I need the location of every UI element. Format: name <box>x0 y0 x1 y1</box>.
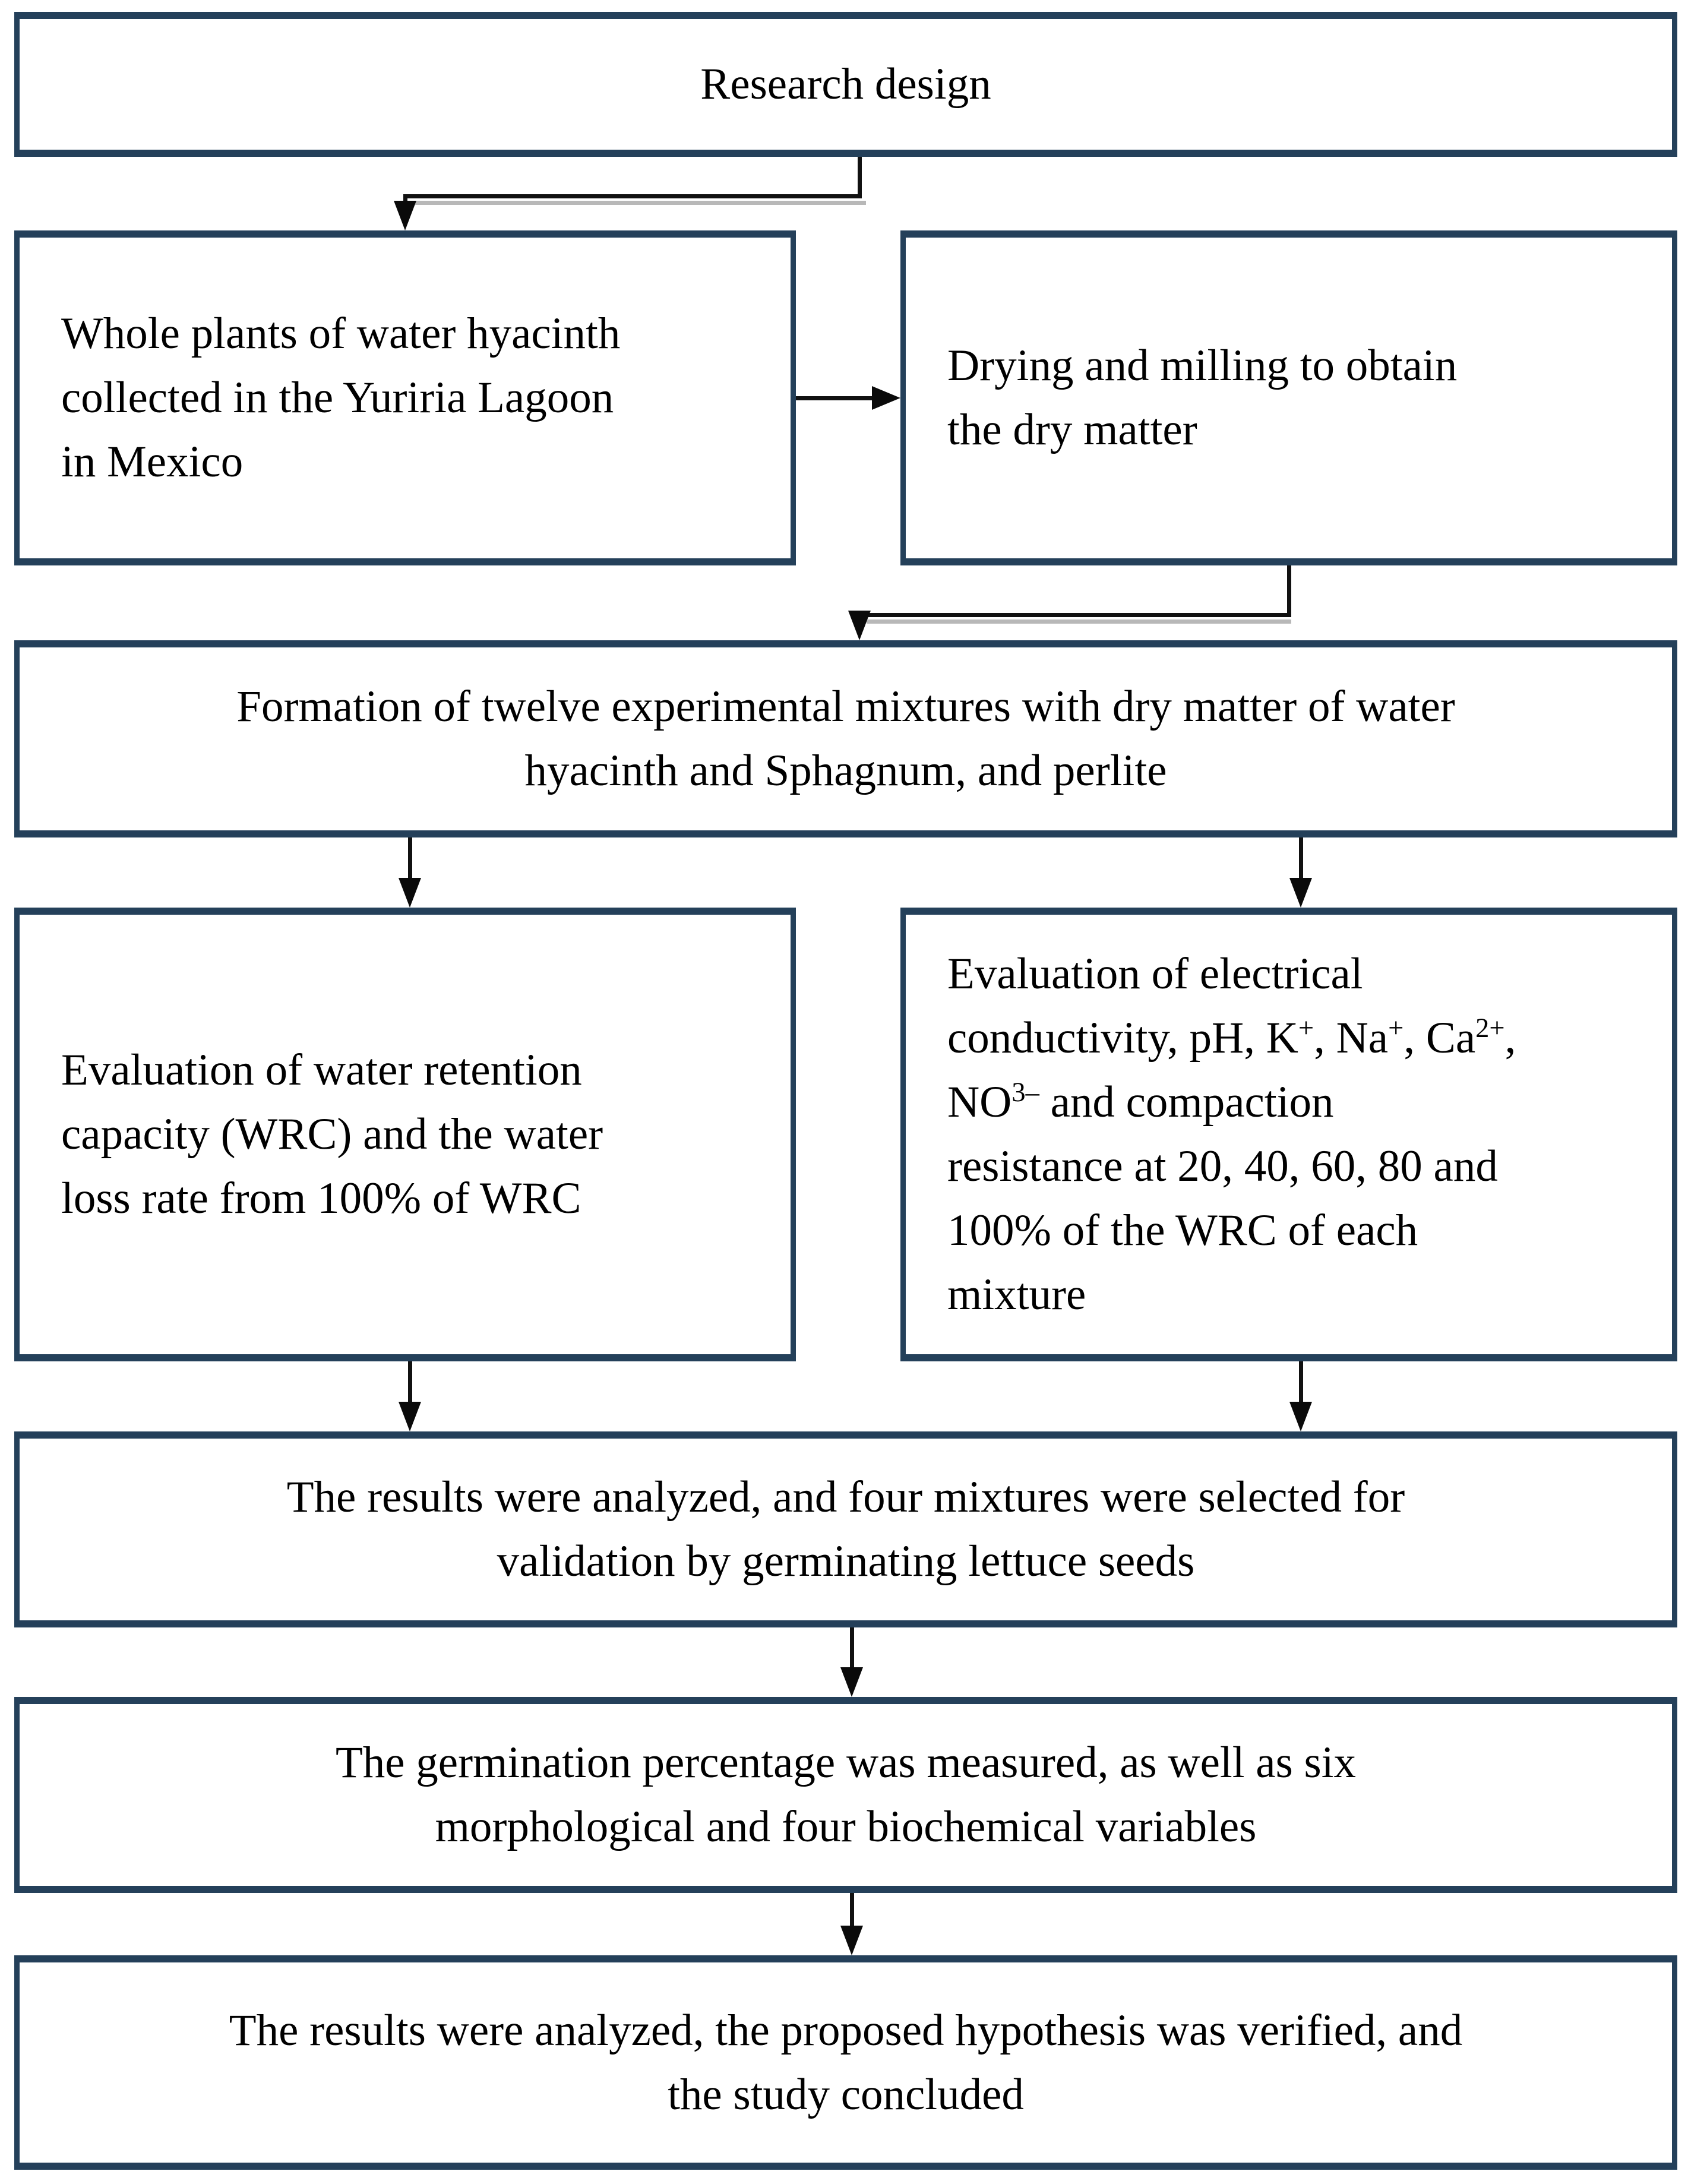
box-chemical-evaluation: Evaluation of electrical conductivity, pH… <box>900 908 1677 1361</box>
connector-d-e <box>408 837 412 879</box>
box-conclusion: The results were analyzed, the proposed … <box>14 1955 1677 2170</box>
connector-c-d-horizontal <box>859 613 1291 617</box>
box-results-selection: The results were analyzed, and four mixt… <box>14 1431 1677 1627</box>
box-germination-measurement: The germination percentage was measured,… <box>14 1697 1677 1893</box>
text-line: Whole plants of water hyacinth <box>61 309 621 358</box>
arrowhead-right-into-results <box>1289 1402 1312 1431</box>
text-line: resistance at 20, 40, 60, 80 and <box>947 1142 1498 1191</box>
connector-d-f <box>1299 837 1303 879</box>
text-line: The results were analyzed, and four mixt… <box>286 1472 1405 1522</box>
connector-c-d-shadow <box>867 620 1291 624</box>
arrowhead-into-chemical-evaluation <box>1289 878 1312 908</box>
text-line: validation by germinating lettuce seeds <box>497 1537 1195 1586</box>
connector-a-b-vertical <box>858 157 862 198</box>
connector-a-b-shadow <box>412 201 866 205</box>
connector-g-h <box>850 1627 854 1668</box>
text-line: in Mexico <box>61 437 244 486</box>
text-line: capacity (WRC) and the water <box>61 1110 603 1159</box>
connector-a-b-horizontal <box>405 194 862 198</box>
arrowhead-into-conclusion <box>840 1926 863 1955</box>
text-line: collected in the Yuriria Lagoon <box>61 373 614 422</box>
box-formation-mixtures: Formation of twelve experimental mixture… <box>14 640 1677 837</box>
text-line: NO3– and compaction <box>947 1077 1334 1127</box>
connector-f-g <box>1299 1361 1303 1403</box>
arrowhead-into-germination <box>840 1667 863 1697</box>
text-line: Research design <box>700 59 991 109</box>
connector-h-i <box>850 1893 854 1927</box>
text-line: 100% of the WRC of each <box>947 1206 1418 1255</box>
connector-e-g <box>408 1361 412 1403</box>
text-line: morphological and four biochemical varia… <box>435 1802 1257 1851</box>
arrowhead-into-formation <box>848 611 871 640</box>
box-drying-milling: Drying and milling to obtain the dry matt… <box>900 230 1677 565</box>
text-line: the dry matter <box>947 405 1197 454</box>
text-line: Formation of twelve experimental mixture… <box>236 682 1455 731</box>
text-line: Drying and milling to obtain <box>947 341 1458 390</box>
text-line: Evaluation of water retention <box>61 1045 582 1095</box>
box-wrc-evaluation: Evaluation of water retention capacity (W… <box>14 908 796 1361</box>
text-line: conductivity, pH, K+, Na+, Ca2+, <box>947 1013 1516 1063</box>
text-line: The germination percentage was measured,… <box>335 1738 1357 1787</box>
text-line: mixture <box>947 1270 1086 1319</box>
arrowhead-into-whole-plants <box>394 201 416 230</box>
text-line: Evaluation of electrical <box>947 949 1363 998</box>
box-research-design: Research design <box>14 12 1677 157</box>
text-line: The results were analyzed, the proposed … <box>229 2005 1463 2055</box>
connector-c-d-vertical <box>1287 565 1291 617</box>
text-line: loss rate from 100% of WRC <box>61 1174 581 1223</box>
arrowhead-left-into-results <box>399 1402 421 1431</box>
text-line: hyacinth and Sphagnum, and perlite <box>524 746 1167 795</box>
text-line: the study concluded <box>668 2069 1024 2119</box>
connector-b-c <box>796 396 874 400</box>
arrowhead-into-wrc-evaluation <box>399 878 421 908</box>
box-whole-plants: Whole plants of water hyacinth collected … <box>14 230 796 565</box>
arrowhead-into-drying <box>872 386 900 410</box>
